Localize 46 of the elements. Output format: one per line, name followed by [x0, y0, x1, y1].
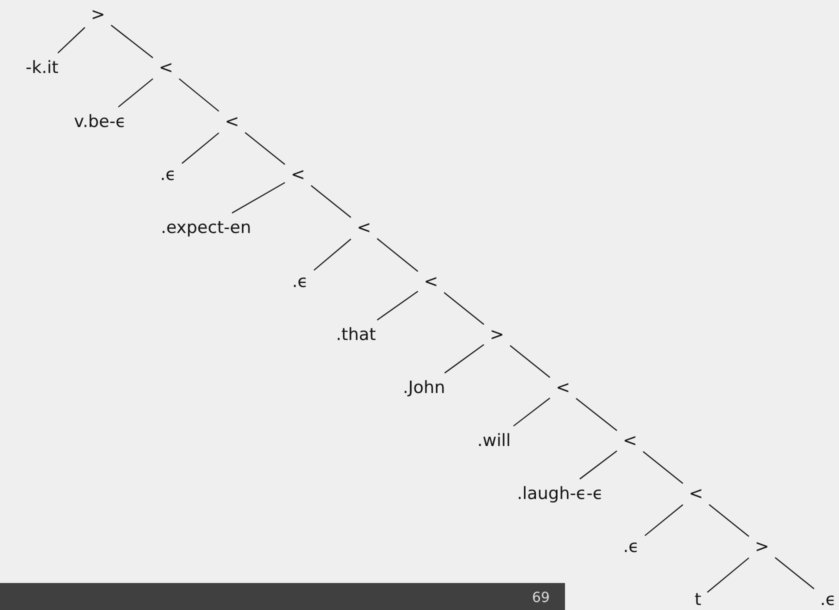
tree-branch-line — [444, 344, 484, 374]
tree-branch-line — [314, 238, 352, 271]
tree-branch-line — [57, 27, 86, 54]
tree-branch-line — [244, 132, 286, 165]
tree-branch-line — [110, 24, 154, 58]
tree-node-label: t — [688, 585, 708, 610]
tree-branch-line — [579, 450, 618, 480]
tree-node-label: > — [748, 532, 776, 562]
tree-branch-line — [576, 398, 618, 432]
tree-branch-line — [706, 557, 750, 593]
tree-node-label: > — [484, 320, 510, 350]
tree-node-label: -k.it — [20, 53, 64, 83]
tree-branch-line — [642, 451, 684, 484]
tree-branch-line — [310, 185, 352, 218]
tree-node-label: v.be-ϵ — [68, 107, 132, 137]
tree-node-label: .ϵ — [617, 532, 645, 562]
tree-node-label: .ϵ — [286, 267, 314, 297]
tree-node-label: < — [284, 160, 312, 190]
tree-node-label: < — [152, 53, 180, 83]
tree-node-label: < — [616, 426, 644, 456]
tree-node-label: < — [418, 267, 444, 297]
tree-node-label: .ϵ — [814, 585, 839, 610]
tree-node-label: .that — [330, 320, 382, 350]
tree-node-label: > — [84, 0, 112, 30]
tree-branch-line — [513, 398, 550, 426]
tree-node-label: .will — [471, 426, 517, 456]
tree-branch-line — [182, 132, 220, 164]
page-number: 69 — [532, 589, 550, 607]
tree-node-label: < — [682, 479, 710, 509]
tree-branch-line — [178, 78, 220, 112]
tree-branch-line — [444, 292, 484, 325]
tree-node-label: < — [550, 373, 576, 403]
tree-branch-line — [118, 78, 154, 108]
tree-node-label: < — [350, 213, 378, 243]
tree-branch-line — [774, 557, 814, 590]
tree-node-label: < — [218, 107, 246, 137]
tree-branch-line — [644, 504, 684, 536]
tree-node-label: .expect-en — [154, 213, 258, 243]
tree-node-label: .John — [396, 373, 452, 403]
tree-branch-line — [376, 238, 418, 272]
tree-node-label: .laugh-ϵ-ϵ — [510, 479, 610, 509]
tree-branch-line — [708, 504, 750, 537]
tree-branch-line — [232, 182, 286, 214]
tree-node-label: .ϵ — [154, 160, 182, 190]
tree-branch-line — [510, 345, 550, 378]
tree-branch-line — [376, 290, 418, 320]
